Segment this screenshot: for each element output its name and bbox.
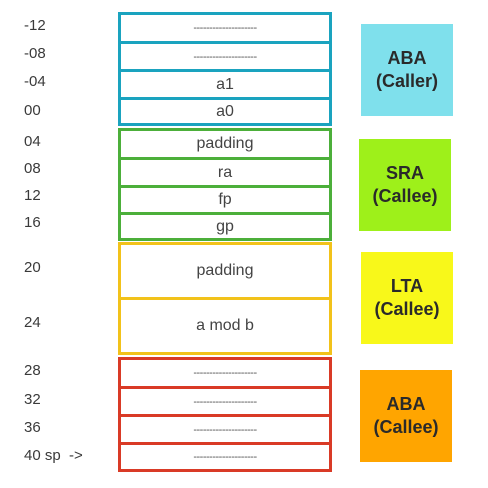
stack-cell: -------------------- — [118, 12, 332, 41]
region-label-role: (Caller) — [375, 71, 438, 91]
region-label-role: (Callee) — [373, 417, 439, 437]
offset-label: 20 — [24, 259, 41, 276]
offset-label: -08 — [24, 45, 46, 62]
stack-cell: -------------------- — [118, 386, 332, 414]
offset-label: 28 — [24, 362, 41, 379]
stack-cell: ra — [118, 157, 332, 185]
offset-label: 24 — [24, 314, 41, 331]
region-label-lta-callee: LTA (Callee) — [361, 252, 453, 344]
offset-label: 04 — [24, 133, 41, 150]
stack-cell: -------------------- — [118, 442, 332, 472]
stack-cell: -------------------- — [118, 357, 332, 386]
stack-cell: -------------------- — [118, 41, 332, 69]
offset-label: -12 — [24, 17, 46, 34]
stack-cell: a0 — [118, 97, 332, 126]
region-label-title: SRA — [385, 163, 424, 183]
region-label-aba-caller: ABA (Caller) — [361, 24, 453, 116]
region-label-role: (Callee) — [372, 186, 438, 206]
offset-label: 16 — [24, 214, 41, 231]
region-label-title: LTA — [390, 276, 424, 296]
offset-label: 12 — [24, 187, 41, 204]
offset-label: 00 — [24, 102, 41, 119]
stack-cell: gp — [118, 212, 332, 241]
stack-cell: padding — [118, 242, 332, 297]
region-label-sra-callee: SRA (Callee) — [359, 139, 451, 231]
stack-cell: -------------------- — [118, 414, 332, 442]
region-label-aba-callee: ABA (Callee) — [360, 370, 452, 462]
offset-label: 32 — [24, 391, 41, 408]
offset-label: -04 — [24, 73, 46, 90]
offset-label: 08 — [24, 160, 41, 177]
region-label-role: (Callee) — [374, 299, 440, 319]
offset-label: 36 — [24, 419, 41, 436]
stack-cell: padding — [118, 128, 332, 157]
stack-cell: a mod b — [118, 297, 332, 355]
stack-cell: fp — [118, 185, 332, 212]
offset-label: 40 sp -> — [24, 447, 83, 464]
region-label-title: ABA — [387, 48, 427, 68]
region-label-title: ABA — [386, 394, 426, 414]
stack-cell: a1 — [118, 69, 332, 97]
